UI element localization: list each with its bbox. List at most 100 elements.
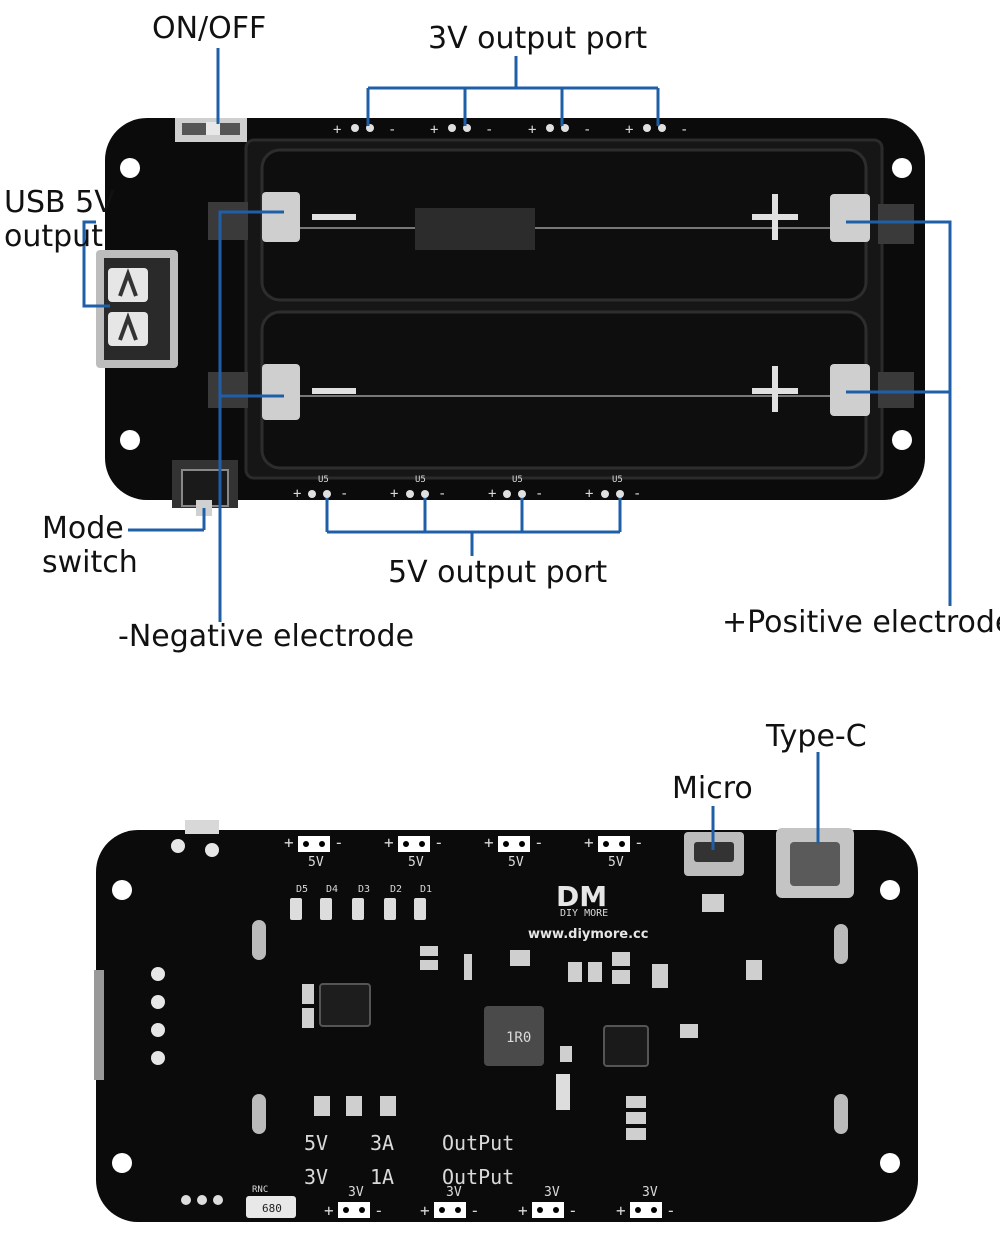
on-off-switch[interactable] [175,118,247,142]
svg-text:-: - [374,1201,384,1220]
mode-switch[interactable] [172,460,238,516]
svg-text:+: + [284,833,294,852]
svg-text:-: - [534,833,544,852]
port-label: 3V [348,1185,364,1200]
ic-u1 [319,983,371,1027]
diode-d7 [556,1074,570,1110]
bottom-board: + - + - + - + - 5V 5V 5V 5V D5 D4 D3 D2 D1 D… [94,820,918,1222]
pcb-ref-label: U5 [612,475,623,485]
port-label: 5V [608,855,624,870]
svg-text:-: - [388,122,396,138]
svg-text:-: - [470,1201,480,1220]
mount-hole [120,430,140,450]
ref-label: D2 [390,884,402,895]
port-label: 5V [308,855,324,870]
positive-contact [830,364,870,416]
mount-hole [880,1153,900,1173]
mount-hole [892,158,912,178]
port-label: 3V [446,1185,462,1200]
negative-contact [262,192,300,242]
resistor-ref: RNC [252,1185,268,1195]
svg-text:+: + [585,486,593,502]
diymore-logo: DM DIY MORE www.diymore.cc [528,880,648,942]
pcb-ref-label: U5 [318,475,329,485]
label-5v-output-port: 5V output port [388,555,608,590]
svg-text:+: + [324,1201,334,1220]
resistor-rnc [246,1196,296,1218]
svg-text:DM: DM [556,880,607,913]
mount-hole [892,430,912,450]
inductor-l1 [484,1006,544,1066]
svg-text:+: + [384,833,394,852]
smd-components [302,894,762,1140]
svg-text:-: - [666,1201,676,1220]
svg-text:-: - [680,122,688,138]
5v-port-pads: +- +- +- +- 5V 5V 5V 5V [284,833,644,870]
label-usb-5v-output: USB 5V output [4,185,115,254]
ref-label: D1 [420,884,432,895]
svg-text:+: + [293,486,301,502]
svg-text:+: + [528,122,536,138]
svg-text:+: + [420,1201,430,1220]
label-type-c: Type-C [766,719,867,754]
svg-text:-: - [485,122,493,138]
svg-text:+: + [484,833,494,852]
svg-text:-: - [634,833,644,852]
mount-hole [880,880,900,900]
rating-voltage: 3V [304,1165,328,1189]
leader-lines-top [82,48,952,622]
brand-text: DIY MORE [560,908,608,919]
minus-mark [312,214,356,220]
ref-label: D4 [326,884,338,895]
minus-mark [312,388,356,394]
positive-contact [830,194,870,242]
resistor-value: 680 [262,1202,282,1215]
3v-port-pads: + - + - + - + - 3V 3V 3V 3V [324,1185,676,1220]
mount-hole [120,158,140,178]
label-positive-electrode: +Positive electrode [722,605,1000,640]
svg-text:-: - [568,1201,578,1220]
port-label: 5V [408,855,424,870]
rating-output: OutPut [442,1131,514,1155]
label-negative-electrode: -Negative electrode [118,619,415,654]
ic-u2 [603,1025,649,1067]
svg-text:+: + [584,833,594,852]
svg-text:-: - [583,122,591,138]
svg-text:-: - [434,833,444,852]
rating-voltage: 5V [304,1131,328,1155]
svg-text:+: + [333,122,341,138]
inductor-label: 1R0 [506,1030,531,1046]
svg-text:+: + [430,122,438,138]
negative-contact [262,364,300,420]
port-label: 3V [544,1185,560,1200]
svg-text:+: + [488,486,496,502]
svg-text:+: + [616,1201,626,1220]
usb-port[interactable] [96,250,178,368]
pcb-ref-label: U5 [415,475,426,485]
5v-output-pads: + - + - + - + - [293,486,641,502]
svg-text:-: - [535,486,543,502]
mount-hole [112,1153,132,1173]
url-text: www.diymore.cc [528,927,648,942]
ref-label: D5 [296,884,308,895]
led-row: D5 D4 D3 D2 D1 [290,884,432,920]
svg-text:-: - [340,486,348,502]
ref-label: D3 [358,884,370,895]
svg-text:-: - [438,486,446,502]
svg-text:-: - [633,486,641,502]
battery-holder [208,138,914,480]
plus-mark [752,366,798,412]
rating-current: 3A [370,1131,394,1155]
svg-text:+: + [390,486,398,502]
port-label: 3V [642,1185,658,1200]
svg-text:-: - [334,833,344,852]
label-3v-output-port: 3V output port [428,21,648,56]
output-rating-line-2: 3V 1A OutPut [304,1165,514,1189]
output-rating-line-1: 5V 3A OutPut [304,1131,514,1155]
svg-text:+: + [518,1201,528,1220]
type-c-port[interactable] [776,828,854,898]
rating-output: OutPut [442,1165,514,1189]
label-mode-switch: Mode switch [42,511,138,580]
micro-usb-port[interactable] [684,832,744,876]
plus-mark [752,194,798,240]
